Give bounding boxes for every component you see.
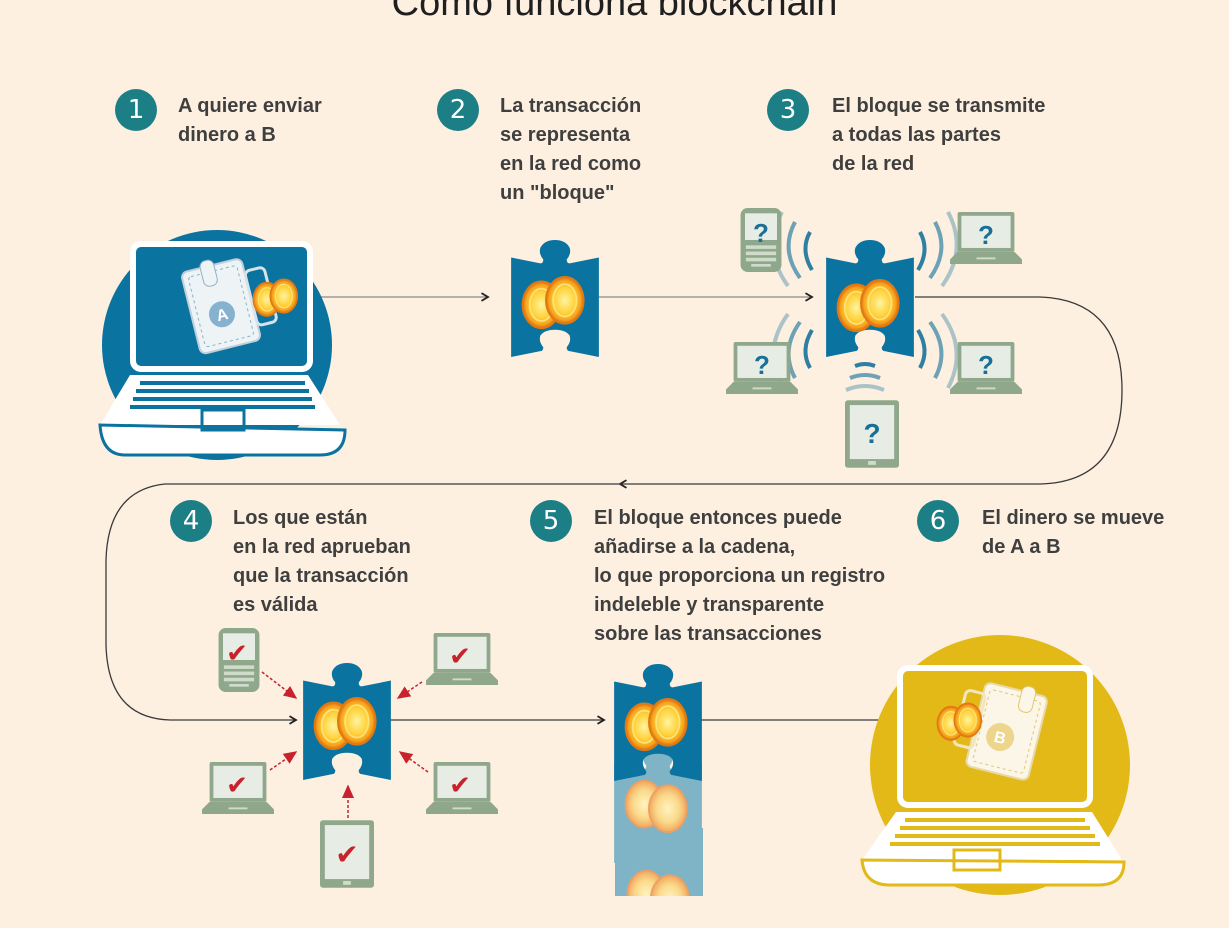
svg-text:✔: ✔ bbox=[226, 639, 248, 669]
svg-text:?: ? bbox=[978, 220, 994, 250]
svg-text:✔: ✔ bbox=[335, 838, 358, 871]
coins-icon bbox=[936, 702, 983, 741]
svg-text:?: ? bbox=[754, 350, 770, 380]
step-text: La transacción se representa en la red c… bbox=[500, 95, 642, 204]
device-tablet-pending: ? bbox=[845, 400, 899, 468]
broadcast-group: ? ? ? ? ? bbox=[726, 208, 1022, 468]
step-badge: 4 bbox=[170, 500, 212, 542]
wallet-a-label: A bbox=[215, 306, 231, 325]
step-badge: 1 bbox=[115, 89, 157, 131]
device-laptop-pending: ? bbox=[950, 212, 1022, 265]
step-text: A quiere enviar dinero a B bbox=[178, 95, 322, 146]
flow-curve-3-4 bbox=[618, 296, 1123, 489]
wallet-b-icon: B bbox=[952, 682, 1048, 781]
device-tablet-approved: ✔ bbox=[320, 820, 374, 888]
svg-text:?: ? bbox=[753, 218, 769, 248]
device-laptop-approved: ✔ bbox=[202, 762, 274, 815]
device-phone-pending: ? bbox=[740, 208, 782, 272]
coins-icon bbox=[313, 696, 377, 751]
step-text: El bloque entonces puede añadirse a la c… bbox=[594, 507, 886, 645]
device-phone-approved: ✔ bbox=[218, 628, 260, 692]
blockchain-stack bbox=[614, 664, 703, 924]
coins-icon bbox=[521, 275, 585, 330]
flow-curve-4 bbox=[105, 483, 622, 725]
svg-text:?: ? bbox=[863, 418, 880, 449]
device-laptop-pending: ? bbox=[950, 342, 1022, 395]
step-text: Los que están en la red aprueban que la … bbox=[233, 507, 411, 616]
device-laptop-pending: ? bbox=[726, 342, 798, 395]
svg-text:✔: ✔ bbox=[449, 771, 471, 801]
device-laptop-approved: ✔ bbox=[426, 633, 498, 686]
step-badge: 5 bbox=[530, 500, 572, 542]
approval-arrows bbox=[261, 671, 429, 818]
coins-icon bbox=[624, 697, 688, 752]
step-badge: 6 bbox=[917, 500, 959, 542]
svg-text:?: ? bbox=[978, 350, 994, 380]
receiver-laptop: B bbox=[860, 635, 1130, 895]
page-title: Cómo funciona blockchain bbox=[391, 0, 838, 24]
validation-group: ✔ ✔ ✔ ✔ ✔ bbox=[202, 628, 498, 888]
device-laptop-approved: ✔ bbox=[426, 762, 498, 815]
coins-icon bbox=[252, 278, 299, 317]
step-badge: 3 bbox=[767, 89, 809, 131]
step-text: El bloque se transmite a todas las parte… bbox=[832, 95, 1046, 175]
sender-laptop: A bbox=[98, 230, 347, 460]
step-text: El dinero se mueve de A a B bbox=[982, 507, 1165, 558]
svg-text:✔: ✔ bbox=[226, 771, 248, 801]
step-badge: 2 bbox=[437, 89, 479, 131]
wallet-b-label: B bbox=[992, 729, 1007, 748]
coins-icon bbox=[836, 278, 900, 333]
svg-text:✔: ✔ bbox=[449, 642, 471, 672]
